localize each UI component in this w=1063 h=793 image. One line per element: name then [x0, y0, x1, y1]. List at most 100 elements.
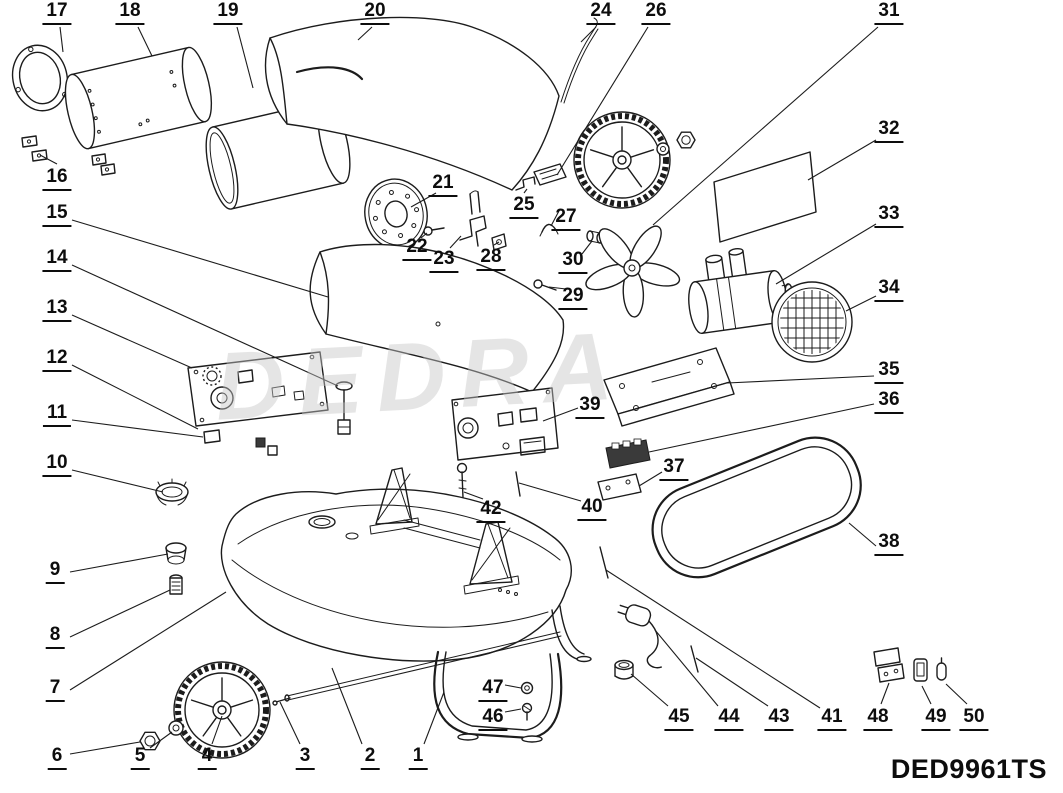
leader-line-23 [449, 235, 462, 249]
leader-line-22 [420, 232, 428, 239]
part-front-ring [11, 44, 69, 112]
part-cover-plate-26 [533, 163, 567, 186]
part-lower-shell [309, 243, 565, 393]
leader-line-16 [39, 154, 58, 165]
part-pad-12 [255, 437, 278, 456]
part-washer-5 [168, 720, 184, 736]
leader-line-24 [580, 26, 597, 43]
leader-line-2 [331, 667, 363, 745]
leader-line-13 [71, 314, 193, 369]
leader-line-45 [630, 673, 669, 707]
leader-line-3 [279, 701, 301, 745]
part-clamp-27 [539, 223, 559, 237]
leader-line-26 [556, 26, 649, 176]
leader-line-41 [605, 569, 821, 709]
leader-line-44 [654, 629, 719, 707]
part-filter-8 [169, 574, 183, 595]
leader-line-36 [648, 403, 875, 453]
part-screw-42 [456, 462, 468, 499]
part-cap-9 [165, 542, 187, 565]
leader-line-42 [463, 491, 484, 500]
leader-line-11 [71, 419, 204, 438]
leader-line-46 [504, 708, 522, 713]
part-motor [688, 247, 795, 335]
leader-line-7 [69, 591, 227, 691]
part-switch-49 [913, 658, 928, 682]
part-terminal-box [605, 438, 651, 469]
part-fuel-line-rod [560, 17, 599, 104]
model-number: DED9961TS [890, 754, 1047, 784]
leader-line-19 [236, 26, 254, 89]
leader-line-39 [542, 407, 579, 422]
part-fuel-tank [220, 467, 572, 662]
leader-line-28 [493, 241, 500, 246]
part-mount-bracket [603, 347, 735, 427]
part-nut-6 [139, 731, 161, 751]
part-power-plug [617, 604, 662, 669]
part-axle [284, 631, 562, 702]
leader-line-5 [149, 731, 173, 749]
part-outer-cylinder [64, 46, 213, 150]
part-switch-48 [873, 647, 905, 683]
leader-line-48 [880, 682, 890, 705]
leader-line-9 [69, 553, 169, 573]
part-pin-40 [515, 471, 521, 497]
leader-line-30 [581, 240, 593, 255]
part-base-legs [433, 605, 592, 743]
part-wheel-nut [656, 131, 696, 156]
part-screw-46 [521, 702, 533, 721]
leader-line-8 [69, 589, 171, 638]
leader-line-38 [848, 522, 877, 547]
part-fuse-50 [936, 657, 947, 681]
leader-line-25 [523, 188, 528, 194]
leader-line-6 [69, 741, 141, 755]
part-fitting-30 [586, 230, 604, 244]
part-handle-frame [651, 436, 862, 579]
part-top-shell [264, 16, 560, 191]
part-axle-pin [272, 697, 291, 706]
part-control-plate [451, 387, 559, 461]
part-pin-43 [690, 645, 699, 673]
leader-line-29 [548, 286, 567, 290]
part-igniter-bracket [459, 190, 487, 247]
leader-line-47 [504, 684, 522, 689]
part-pin-41 [599, 546, 609, 579]
part-fan [585, 225, 681, 318]
part-bracket-25 [515, 176, 536, 191]
part-plate-32 [713, 151, 817, 243]
leader-line-40 [518, 482, 582, 502]
part-bolt-22 [423, 226, 445, 236]
leader-line-49 [921, 685, 932, 705]
leader-line-50 [945, 683, 968, 705]
leader-line-31 [652, 26, 879, 226]
part-control-panel-face [187, 351, 329, 427]
part-wheel-bottom [173, 661, 271, 759]
leader-line-37 [638, 471, 663, 487]
part-washer-47 [520, 681, 534, 695]
part-rear-grille [771, 281, 853, 363]
part-screw-29 [533, 279, 557, 291]
leader-line-27 [550, 208, 561, 227]
leader-line-18 [137, 26, 153, 57]
part-plate-37 [597, 473, 642, 501]
leader-line-20 [357, 26, 373, 41]
leader-line-34 [845, 295, 877, 312]
part-tank-cap [155, 478, 189, 506]
leader-lines [39, 26, 968, 755]
leader-line-15 [71, 219, 329, 298]
part-pad-11 [203, 429, 221, 444]
leader-line-33 [775, 223, 877, 285]
leader-line-17 [59, 26, 64, 53]
part-knob-45 [614, 659, 634, 680]
leader-line-35 [726, 375, 875, 384]
part-burner-plate [364, 178, 428, 250]
leader-line-43 [695, 657, 769, 707]
leader-line-14 [71, 264, 339, 387]
leader-line-4 [211, 715, 223, 745]
part-fuel-gauge [335, 381, 353, 435]
leader-line-10 [71, 469, 164, 493]
leader-line-1 [423, 691, 445, 745]
leader-line-12 [71, 364, 199, 430]
